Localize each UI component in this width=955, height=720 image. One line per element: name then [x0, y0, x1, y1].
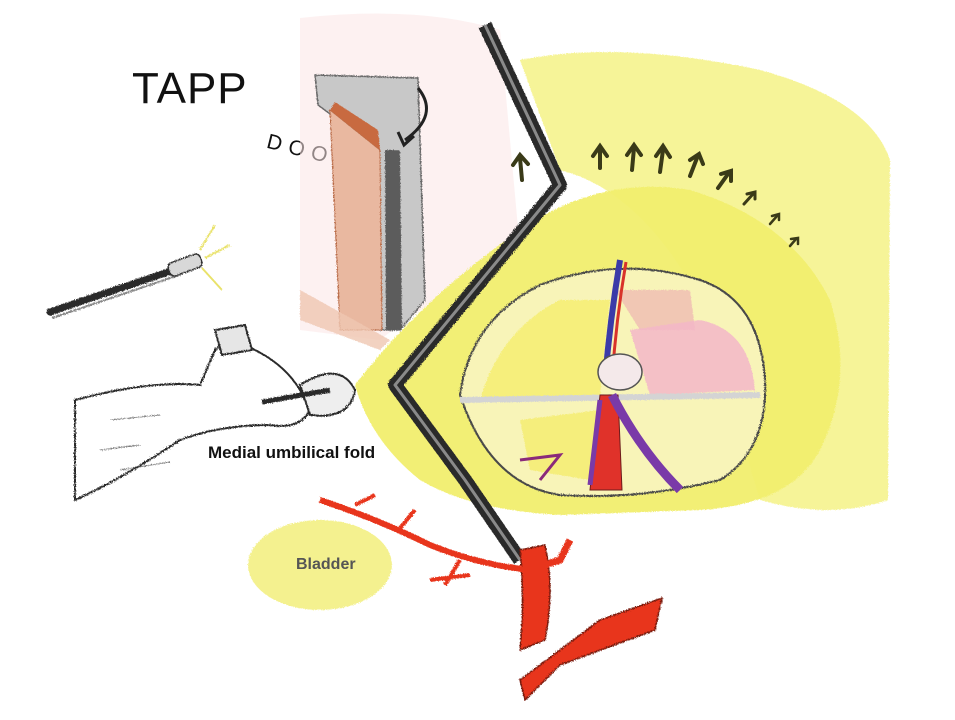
up-arrow-icon	[768, 212, 781, 226]
up-arrow-icon	[688, 150, 705, 178]
vas-deferens	[607, 392, 684, 494]
up-arrow-icon	[654, 142, 672, 174]
up-arrow-icon	[625, 141, 643, 172]
figure-title: TAPP	[132, 64, 248, 113]
up-arrow-icon	[591, 142, 609, 170]
bladder-shape	[248, 520, 392, 610]
curved-arrow-icon	[404, 87, 428, 142]
up-arrow-icon	[511, 151, 530, 182]
bladder-label: Bladder	[296, 556, 356, 573]
up-arrow-icon	[716, 168, 733, 190]
door-icon	[300, 74, 426, 350]
up-arrow-icon	[788, 236, 800, 248]
up-arrow-icon	[742, 190, 757, 206]
medial-umbilical-fold-label: Medial umbilical fold	[208, 443, 376, 462]
surgeon-hand	[74, 323, 357, 502]
cord-knob	[597, 353, 643, 391]
arrow-group	[511, 141, 800, 248]
iliac-vessels	[319, 493, 664, 702]
grasper-instrument	[46, 224, 231, 319]
